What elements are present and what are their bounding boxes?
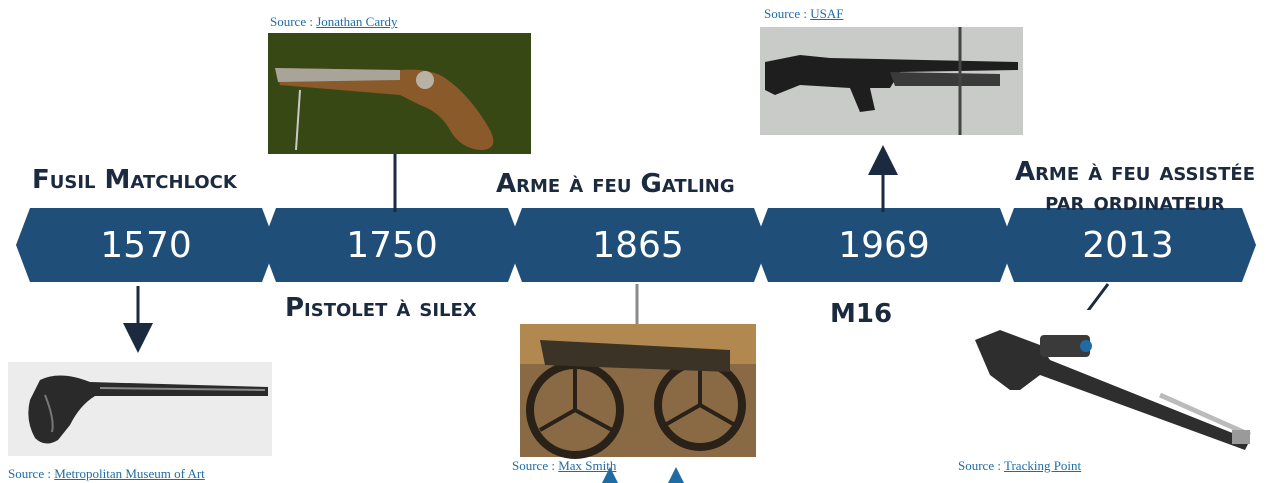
- timeline-step-1969: 1969: [754, 208, 1014, 282]
- title-m16: M16: [830, 299, 893, 329]
- timeline-step-1750: 1750: [262, 208, 522, 282]
- source-prefix: Source :: [8, 466, 55, 481]
- chevron-1969: [754, 208, 1014, 282]
- year-label: 1750: [346, 224, 438, 266]
- year-label: 1969: [838, 224, 930, 266]
- m16-photo: [760, 27, 1023, 135]
- title-line-1: Arme à feu assistée: [1014, 157, 1256, 187]
- chevron-1750: [262, 208, 522, 282]
- gatling-photo: [520, 324, 756, 459]
- source-caption-1570: Source : Metropolitan Museum of Art: [8, 466, 205, 482]
- source-caption-1750: Source : Jonathan Cardy: [270, 14, 397, 30]
- chevron-2013: [1000, 208, 1256, 282]
- timeline-step-2013: 2013: [1000, 208, 1256, 282]
- chevron-1865: [508, 208, 768, 282]
- pistol-photo: [268, 33, 531, 154]
- title-line-2: par ordinateur: [1045, 186, 1225, 217]
- timeline-step-1570: 1570: [16, 208, 276, 282]
- title-computer-assisted: Arme à feu assistée par ordinateur: [1004, 157, 1266, 218]
- source-caption-1969: Source : USAF: [764, 6, 843, 22]
- timeline-step-1865: 1865: [508, 208, 768, 282]
- tracking-rifle-photo: [960, 310, 1252, 460]
- year-label: 1570: [100, 224, 192, 266]
- source-prefix: Source :: [270, 14, 317, 29]
- source-prefix: Source :: [512, 458, 559, 473]
- title-gatling: Arme à feu Gatling: [496, 169, 735, 199]
- title-flintlock: Pistolet à silex: [285, 293, 477, 323]
- title-matchlock: Fusil Matchlock: [32, 165, 237, 195]
- year-label: 2013: [1082, 224, 1174, 266]
- musket-photo: [8, 362, 272, 456]
- source-prefix: Source :: [764, 6, 811, 21]
- source-link[interactable]: Jonathan Cardy: [316, 14, 398, 29]
- source-prefix: Source :: [958, 458, 1004, 473]
- chevron-1570: [16, 208, 276, 282]
- source-link[interactable]: Tracking Point: [1003, 458, 1082, 473]
- source-link[interactable]: Max Smith: [558, 458, 617, 473]
- source-link[interactable]: Metropolitan Museum of Art: [54, 466, 205, 481]
- source-caption-1865: Source : Max Smith: [512, 458, 616, 474]
- source-caption-2013: Source : Tracking Point: [958, 458, 1081, 474]
- year-label: 1865: [592, 224, 684, 266]
- source-link[interactable]: USAF: [810, 6, 844, 21]
